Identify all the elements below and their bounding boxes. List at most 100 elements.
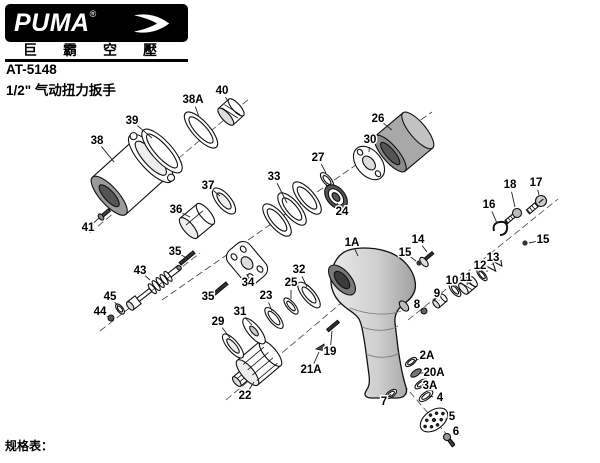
part-18-screw — [504, 207, 523, 225]
part-label-30: 30 — [364, 134, 377, 146]
part-label-13: 13 — [487, 252, 500, 264]
swoosh-icon — [134, 13, 170, 33]
part-label-9: 9 — [434, 288, 440, 300]
part-33-ring-1 — [262, 203, 292, 237]
part-19-pin — [325, 319, 341, 333]
registered-mark: ® — [89, 9, 97, 19]
part-32-gasket — [297, 281, 321, 309]
brand-name: PUMA — [14, 8, 90, 37]
part-label-10: 10 — [446, 275, 459, 287]
part-16-hanger — [492, 220, 509, 236]
part-33-ring-3 — [292, 181, 322, 215]
part-label-24: 24 — [336, 206, 349, 218]
part-label-15: 15 — [399, 247, 412, 259]
part-label-39: 39 — [126, 115, 139, 127]
part-2A-ring — [404, 356, 418, 368]
part-label-33: 33 — [268, 171, 281, 183]
part-31-disc — [242, 317, 266, 345]
leader-line-43 — [144, 275, 151, 281]
part-23-ring — [264, 306, 284, 330]
leader-line-45 — [114, 301, 119, 307]
part-label-27: 27 — [312, 152, 325, 164]
part-36-clutch — [178, 202, 216, 240]
leader-line-29 — [221, 327, 231, 339]
part-12-oring — [476, 268, 488, 282]
leader-line-23 — [268, 302, 273, 312]
part-8-ball — [420, 307, 428, 315]
part-29-end-plate — [221, 333, 245, 359]
leader-line-1A — [354, 249, 359, 257]
part-label-8: 8 — [414, 299, 421, 311]
part-3A-ring — [414, 378, 428, 390]
part-label-36: 36 — [170, 204, 183, 216]
leader-line-24 — [336, 202, 339, 207]
part-label-17: 17 — [530, 177, 543, 189]
part-label-1A: 1A — [345, 237, 360, 249]
part-39-ring — [141, 128, 183, 174]
leader-line-18 — [511, 191, 516, 208]
part-30-backplate — [352, 145, 386, 181]
part-34-cam-plate — [225, 241, 269, 285]
leader-line-26 — [383, 122, 393, 131]
part-9-bushing — [432, 293, 448, 309]
part-25-ring — [283, 297, 299, 315]
leader-lines — [92, 96, 540, 437]
part-6-screw — [442, 432, 456, 448]
part-15-ball-right — [522, 240, 528, 246]
part-label-7: 7 — [381, 396, 387, 408]
leader-line-17 — [537, 189, 540, 196]
leader-line-44 — [105, 315, 109, 318]
part-1A-body — [327, 247, 429, 399]
part-label-23: 23 — [260, 290, 273, 302]
part-10-oring — [448, 282, 462, 298]
leader-line-15 — [410, 256, 417, 262]
leader-line-8 — [422, 309, 424, 311]
leader-line-4 — [428, 395, 434, 398]
part-35-pin-lower — [211, 281, 229, 297]
part-label-25: 25 — [285, 277, 298, 289]
part-label-37: 37 — [202, 180, 215, 192]
leader-line-32 — [301, 276, 308, 288]
part-label-3A: 3A — [423, 380, 438, 392]
part-label-21A: 21A — [300, 364, 321, 376]
leader-line-14 — [421, 245, 428, 253]
part-33-ring-2 — [277, 192, 307, 226]
part-label-40: 40 — [216, 85, 229, 97]
leader-line-7 — [388, 393, 392, 398]
model-number: AT-5148 — [6, 62, 57, 77]
leader-line-38A — [194, 106, 200, 118]
part-label-20A: 20A — [423, 367, 444, 379]
part-21A-clip — [314, 343, 326, 352]
trigger — [398, 300, 410, 312]
part-45-washer — [115, 303, 125, 315]
part-38A-ring — [183, 111, 219, 149]
part-13-spring — [485, 259, 503, 273]
part-5-muffler-disc — [419, 407, 449, 433]
part-label-12: 12 — [474, 260, 487, 272]
leader-line-36 — [182, 212, 191, 218]
leader-line-16 — [491, 211, 498, 224]
leader-line-19 — [330, 330, 333, 346]
part-label-35: 35 — [169, 246, 182, 258]
part-label-5: 5 — [449, 411, 456, 423]
leader-line-38 — [101, 146, 115, 163]
part-label-41: 41 — [82, 222, 95, 234]
part-label-32: 32 — [293, 264, 306, 276]
part-label-22: 22 — [239, 390, 252, 402]
part-label-19: 19 — [324, 346, 337, 358]
part-14-pin — [423, 250, 435, 262]
part-label-2A: 2A — [420, 350, 435, 362]
part-35-pin-upper — [178, 250, 196, 266]
brand-chinese: 巨霸空壓 — [5, 42, 188, 63]
spec-table-label: 规格表： — [5, 439, 54, 453]
leader-line-15 — [528, 241, 537, 244]
leader-line-27 — [320, 163, 327, 174]
part-label-4: 4 — [437, 392, 444, 404]
product-title: 1/2" 气动扭力扳手 — [6, 83, 116, 98]
part-label-38A: 38A — [182, 94, 203, 106]
leader-line-41 — [92, 217, 100, 224]
puma-logo: PUMA ® — [5, 4, 188, 42]
part-labels: 383938A4041363735353443454433272430261A2… — [80, 84, 551, 440]
